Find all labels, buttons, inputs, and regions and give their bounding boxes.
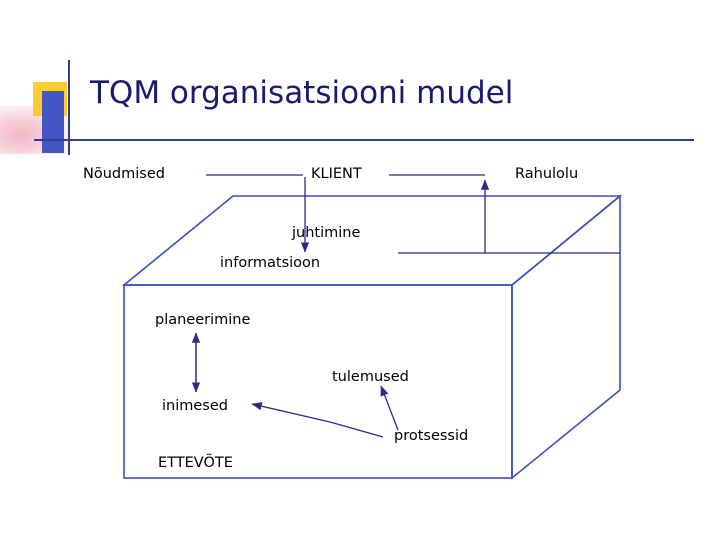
- label-inimesed: inimesed: [162, 398, 228, 414]
- logo-vertical-rule: [68, 60, 70, 155]
- arrow-tulemused-to-inimesed: [251, 402, 384, 438]
- arrow-protsessid-to-tulemused: [380, 385, 399, 431]
- label-informatsioon: informatsioon: [220, 255, 321, 271]
- decorative-logo-block: [0, 60, 120, 155]
- label-klient: KLIENT: [311, 166, 362, 182]
- label-tulemused: tulemused: [332, 369, 409, 385]
- label-ettevote: ETTEVÕTE: [158, 455, 233, 471]
- page-title: TQM organisatsiooni mudel: [90, 75, 514, 111]
- title-underline: [34, 139, 694, 141]
- label-protsessid: protsessid: [394, 428, 469, 444]
- label-planeerimine: planeerimine: [155, 312, 251, 328]
- cuboid-right-face: [511, 194, 621, 480]
- label-rahulolu: Rahulolu: [515, 166, 579, 182]
- cuboid-top-face: [121, 195, 623, 286]
- label-noudmised: Nõudmised: [83, 166, 165, 182]
- logo-blue-bar: [42, 91, 64, 153]
- label-juhtimine: juhtimine: [292, 225, 361, 241]
